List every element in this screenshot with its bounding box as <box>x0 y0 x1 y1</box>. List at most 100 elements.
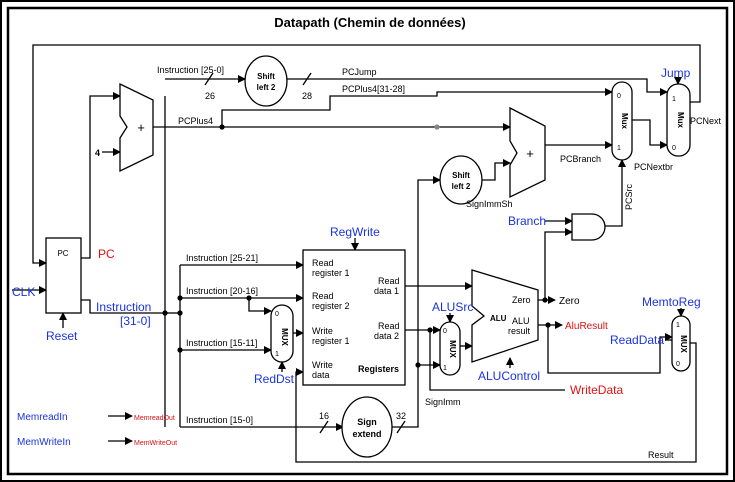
label-28: 28 <box>302 91 312 101</box>
junction-dot <box>177 347 183 353</box>
reg-read1-line1: Read <box>312 258 334 268</box>
wire-pcnext-feedback <box>32 44 701 267</box>
junction-dot <box>246 295 252 301</box>
shift-left-2-branch-line2: left 2 <box>452 182 471 191</box>
signal-reset: Reset <box>46 329 78 343</box>
label-32: 32 <box>396 411 406 421</box>
regdst-mux-1: 1 <box>275 351 279 358</box>
wire-pcsrc <box>605 159 626 227</box>
pc-register <box>45 237 82 314</box>
pcplus4-adder <box>119 82 154 173</box>
signal-regwrite: RegWrite <box>330 225 380 239</box>
sign-extend-line1: Sign <box>357 417 377 427</box>
memtoreg-mux-1: 1 <box>676 322 680 329</box>
wire-aluresult-mux <box>547 325 673 374</box>
signal-branch: Branch <box>508 214 546 228</box>
label-result: Result <box>648 450 674 460</box>
regdst-mux-0: 0 <box>275 311 279 318</box>
signal-memreadout: MemreadOut <box>134 415 175 422</box>
wire-instr-20-16-mux <box>248 298 272 315</box>
signal-pc: PC <box>98 247 115 261</box>
wire-zero-and <box>544 228 573 300</box>
junction-dot <box>177 295 183 301</box>
label-four: 4 <box>95 148 100 158</box>
memtoreg-mux-label: MUX <box>679 335 688 353</box>
junction-dot <box>415 362 421 368</box>
alu-label: ALU <box>490 314 507 323</box>
label-pcbranch: PCBranch <box>560 154 601 164</box>
signal-memwriteout: MemWriteOut <box>134 440 177 447</box>
alu-result-line1: ALU <box>512 316 530 326</box>
sign-extend <box>341 396 393 458</box>
diagram-title: Datapath (Chemin de données) <box>274 15 465 30</box>
label-pcnextbr: PCNextbr <box>634 162 673 172</box>
jump-mux-0: 0 <box>672 145 676 152</box>
wire-signimm <box>392 361 441 428</box>
alu-result-line2: result <box>508 326 531 336</box>
signal-memwritein: MemWriteIn <box>17 437 71 448</box>
reg-writedata-line2: data <box>312 370 330 380</box>
junction-dot <box>427 327 433 333</box>
bus-slash-28 <box>302 72 312 86</box>
branch-and-gate <box>571 213 606 241</box>
wire-readdata2-writedata <box>429 330 565 391</box>
label-pcjump: PCJump <box>342 67 377 77</box>
reg-rd1-line1: Read <box>378 276 400 286</box>
inner-frame <box>6 6 729 476</box>
label-pcplus4: PCPlus4 <box>178 116 213 126</box>
bus-slash-16 <box>319 420 329 434</box>
wire-result <box>295 342 697 463</box>
label-pcsrc: PCSrc <box>624 183 634 210</box>
shift-left-2-branch <box>439 155 483 205</box>
shift-left-2-jump <box>244 55 288 107</box>
junction-dot <box>177 310 183 316</box>
regdst-mux <box>270 304 294 363</box>
shift-left-2-jump-line2: left 2 <box>257 83 276 92</box>
junction-dot <box>434 124 440 130</box>
shift-left-2-jump-line1: Shift <box>257 72 275 81</box>
register-file <box>302 249 406 386</box>
label-instr-15-0: Instruction [15-0] <box>186 415 253 425</box>
label-signimmsh: SignImmSh <box>466 199 513 209</box>
jump-mux <box>666 83 691 157</box>
label-26: 26 <box>205 91 215 101</box>
signal-memtoreg: MemtoReg <box>642 295 701 309</box>
bus-slash-32 <box>396 420 406 434</box>
memtoreg-mux <box>671 315 691 372</box>
wire-pc-out <box>81 92 121 259</box>
pcplus4-adder-plus: + <box>137 120 145 135</box>
label-instr-20-16: Instruction [20-16] <box>186 286 258 296</box>
pcsrc-mux-1: 1 <box>617 145 621 152</box>
signal-reddst: RedDst <box>254 372 295 386</box>
reg-write1-line1: Write <box>312 326 333 336</box>
pc-register-label: PC <box>57 249 68 258</box>
alu-zero-label: Zero <box>512 295 531 305</box>
sign-extend-line2: extend <box>352 429 381 439</box>
label-instr-25-0: Instruction [25-0] <box>157 65 224 75</box>
signal-clk: CLK <box>12 285 35 299</box>
registers-title: Registers <box>358 364 399 374</box>
alusrc-mux-label: MUX <box>448 340 457 358</box>
reg-read2-line2: register 2 <box>312 301 350 311</box>
wire-signimm-shift <box>417 176 441 365</box>
signal-writedata: WriteData <box>570 383 623 397</box>
shift-left-2-branch-line1: Shift <box>452 171 470 180</box>
memtoreg-mux-0: 0 <box>676 361 680 368</box>
reg-rd2-line2: data 2 <box>374 331 399 341</box>
junction-dot <box>545 322 551 328</box>
reg-writedata-line1: Write <box>312 360 333 370</box>
alu <box>471 269 539 363</box>
reg-read2-line1: Read <box>312 291 334 301</box>
bus-slash-26 <box>204 72 214 86</box>
alusrc-mux-0: 0 <box>443 328 447 335</box>
reg-read1-line2: register 1 <box>312 268 350 278</box>
signal-alusrc: ALUSrc <box>432 300 473 314</box>
junction-dot <box>162 310 168 316</box>
signal-memreadin: MemreadIn <box>17 412 68 423</box>
jump-mux-1: 1 <box>672 96 676 103</box>
pcsrc-mux-label: Mux <box>620 113 629 130</box>
reg-write1-line2: register 1 <box>312 336 350 346</box>
regdst-mux-label: MUX <box>280 328 289 346</box>
signal-jump: Jump <box>661 66 691 80</box>
